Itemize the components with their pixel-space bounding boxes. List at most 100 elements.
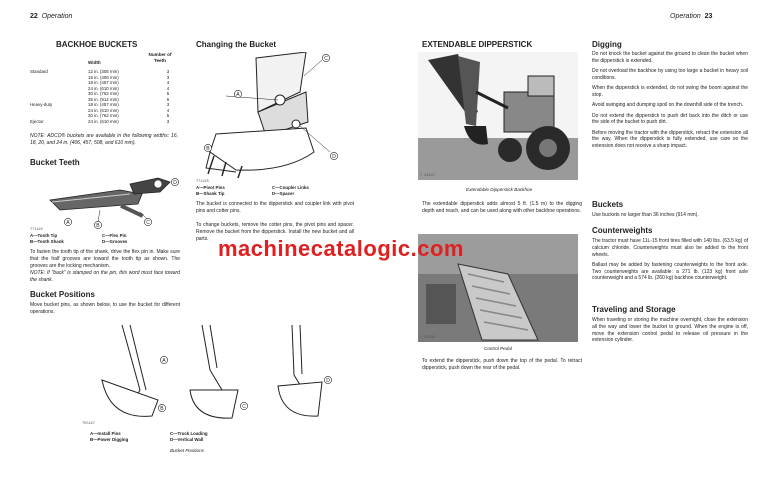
width-column-header: Width [88,60,101,65]
bucket-width-cell: 36 in. (914 mm) [88,96,119,102]
bucket-width-cell: 24 in. (610 mm) [88,118,119,124]
bucket-teeth-figure: A B C D T71422 [30,177,179,232]
svg-text:C: C [146,220,150,226]
right-page: Operation 23 EXTENDABLE DIPPERSTICK T 62… [384,0,768,497]
counterweights-paragraph: The tractor must have 11L-15 front tires… [592,238,748,258]
svg-text:C: C [324,56,328,62]
traveling-heading: Traveling and Storage [592,305,676,314]
counterweights-heading: Counterweights [592,226,653,235]
digging-paragraph: Do not extend the dipperstick to push di… [592,112,748,126]
watermark: machinecatalogic.com [218,236,464,261]
counterweights-section: The tractor must have 11L-15 front tires… [592,238,748,282]
bucket-positions-fig-number: T55427 [82,422,95,426]
bucket-positions-legend: A—Install Pins C—Truck Loading B—Power Di… [90,431,250,443]
left-page-header: 22 Operation [30,13,72,20]
svg-text:A: A [66,220,70,226]
table-row: 24 in. (610 mm) 4 [30,86,178,92]
legend-tooth-tip: A—Tooth Tip [30,233,58,238]
control-pedal-fig-number: T 62138 [420,336,435,340]
legend-truck-loading: C—Truck Loading [170,431,208,436]
digging-paragraph: Before moving the tractor with the dippe… [592,129,748,150]
bucket-teeth-cell: 6 [166,96,170,102]
changing-bucket-text-2: To change buckets, remove the cotter pin… [196,222,354,242]
bucket-teeth-cell: 4 [166,107,170,113]
bucket-teeth-cell: 3 [166,74,170,80]
svg-text:C: C [242,404,246,410]
legend-spacer: D—Spacer [272,190,295,196]
bucket-teeth-cell: 5 [166,91,170,96]
changing-bucket-legend: A—Pivot Pins C—Coupler Links B—Shank Tip D… [196,185,346,197]
teeth-column-header: Number of Teeth [148,52,172,64]
bucket-teeth-cell: 5 [166,113,170,118]
bucket-teeth-text: To fasten the tooth tip of the shank, dr… [30,249,180,269]
bucket-teeth-cell: 4 [166,85,170,91]
digging-heading: Digging [592,40,622,49]
bucket-width-cell: 12 in. (305 mm) [88,69,119,74]
extendable-dipperstick-heading: EXTENDABLE DIPPERSTICK [422,40,533,49]
bucket-teeth-cell: 3 [166,102,170,107]
changing-bucket-fig-number: T71425 [196,180,209,184]
bucket-width-cell: 18 in. (457 mm) [88,80,119,85]
legend-tooth-shank: B—Tooth Shank [30,238,64,244]
bucket-width-cell: 30 in. (762 mm) [88,113,119,118]
table-row: Standard 12 in. (305 mm) 3 [30,69,178,75]
counterweights-paragraph: Ballast may be added by fastening counte… [592,261,748,282]
svg-text:D: D [326,378,330,384]
legend-flex-pin: C—Flex Pin [102,233,127,238]
svg-text:D: D [173,180,177,186]
traveling-text: When traveling or storing the machine ov… [592,317,748,344]
digging-paragraph: Avoid swinging and dumping spoil on the … [592,102,744,109]
left-page: 22 Operation BACKHOE BUCKETS Number of T… [30,13,354,453]
extendable-text: The extendable dipperstick adds almost 5… [422,201,582,214]
backhoe-buckets-heading: BACKHOE BUCKETS [56,40,138,49]
svg-text:A: A [162,358,166,364]
legend-shank-tip: B—Shank Tip [196,190,225,196]
extendable-fig-number: T 62137 [420,174,435,178]
bucket-teeth-cell: 3 [166,69,170,74]
bucket-table: Standard 12 in. (305 mm) 3 16 in. (406 mm) 3… [30,69,178,124]
legend-install-pins: A—Install Pins [90,431,121,436]
legend-coupler-links: C—Coupler Links [272,185,309,190]
buckets-heading: Buckets [592,200,624,209]
bucket-width-cell: 18 in. (457 mm) [88,102,119,107]
bucket-teeth-cell: 4 [166,80,170,85]
svg-text:A: A [236,92,240,98]
svg-text:B: B [160,406,164,412]
bucket-width-cell: 24 in. (610 mm) [88,107,119,113]
bucket-teeth-heading: Bucket Teeth [30,158,80,167]
bucket-width-cell: 30 in. (762 mm) [88,91,119,96]
bucket-width-cell: 24 in. (610 mm) [88,85,119,91]
left-page-section: Operation [41,13,73,20]
right-page-header: Operation 23 [670,13,712,20]
bucket-positions-figure: A B C D T55427 [82,324,332,426]
changing-bucket-text-1: The bucket is connected to the dippersti… [196,201,354,214]
bucket-positions-caption: Bucket Positions [170,448,204,453]
bucket-type-cell: Standard [30,69,48,74]
bucket-teeth-cell: 3 [166,118,170,124]
control-pedal-text: To extend the dipperstick, push down the… [422,358,582,371]
bucket-width-cell: 16 in. (406 mm) [88,74,119,80]
legend-grooves: D—Grooves [102,238,128,244]
changing-bucket-figure: A B C D T71425 [196,52,338,184]
digging-paragraph: Do not knock the bucket against the grou… [592,51,748,64]
table-row: 24 in. (610 mm) 4 [30,108,178,114]
changing-bucket-heading: Changing the Bucket [196,40,277,49]
svg-text:D: D [332,154,336,160]
table-row: 30 in. (762 mm) 5 [30,91,178,97]
buckets-text: Use buckets no larger than 36 inches (91… [592,212,699,218]
bucket-teeth-legend: A—Tooth Tip C—Flex Pin B—Tooth Shank D—Gro… [30,233,180,245]
legend-power-digging: B—Power Digging [90,436,129,442]
bucket-teeth-fig-number: T71422 [30,228,43,232]
table-row: 36 in. (914 mm) 6 [30,97,178,103]
legend-pivot-pins: A—Pivot Pins [196,185,225,190]
bucket-positions-text: Move bucket pins, as shown below, to use… [30,302,180,315]
bucket-teeth-note: NOTE: If "back" is stamped on the pin, t… [30,270,180,283]
extendable-caption: Extendable Dipperstick Backhoe [466,187,533,192]
right-page-section: Operation [670,13,701,20]
adco-note: NOTE: ADCO® buckets are available in the… [30,133,178,146]
digging-paragraph: Do not overload the backhoe by using too… [592,68,748,81]
legend-vertical-wall: D—Vertical Wall [170,436,204,442]
svg-text:B: B [96,223,100,229]
